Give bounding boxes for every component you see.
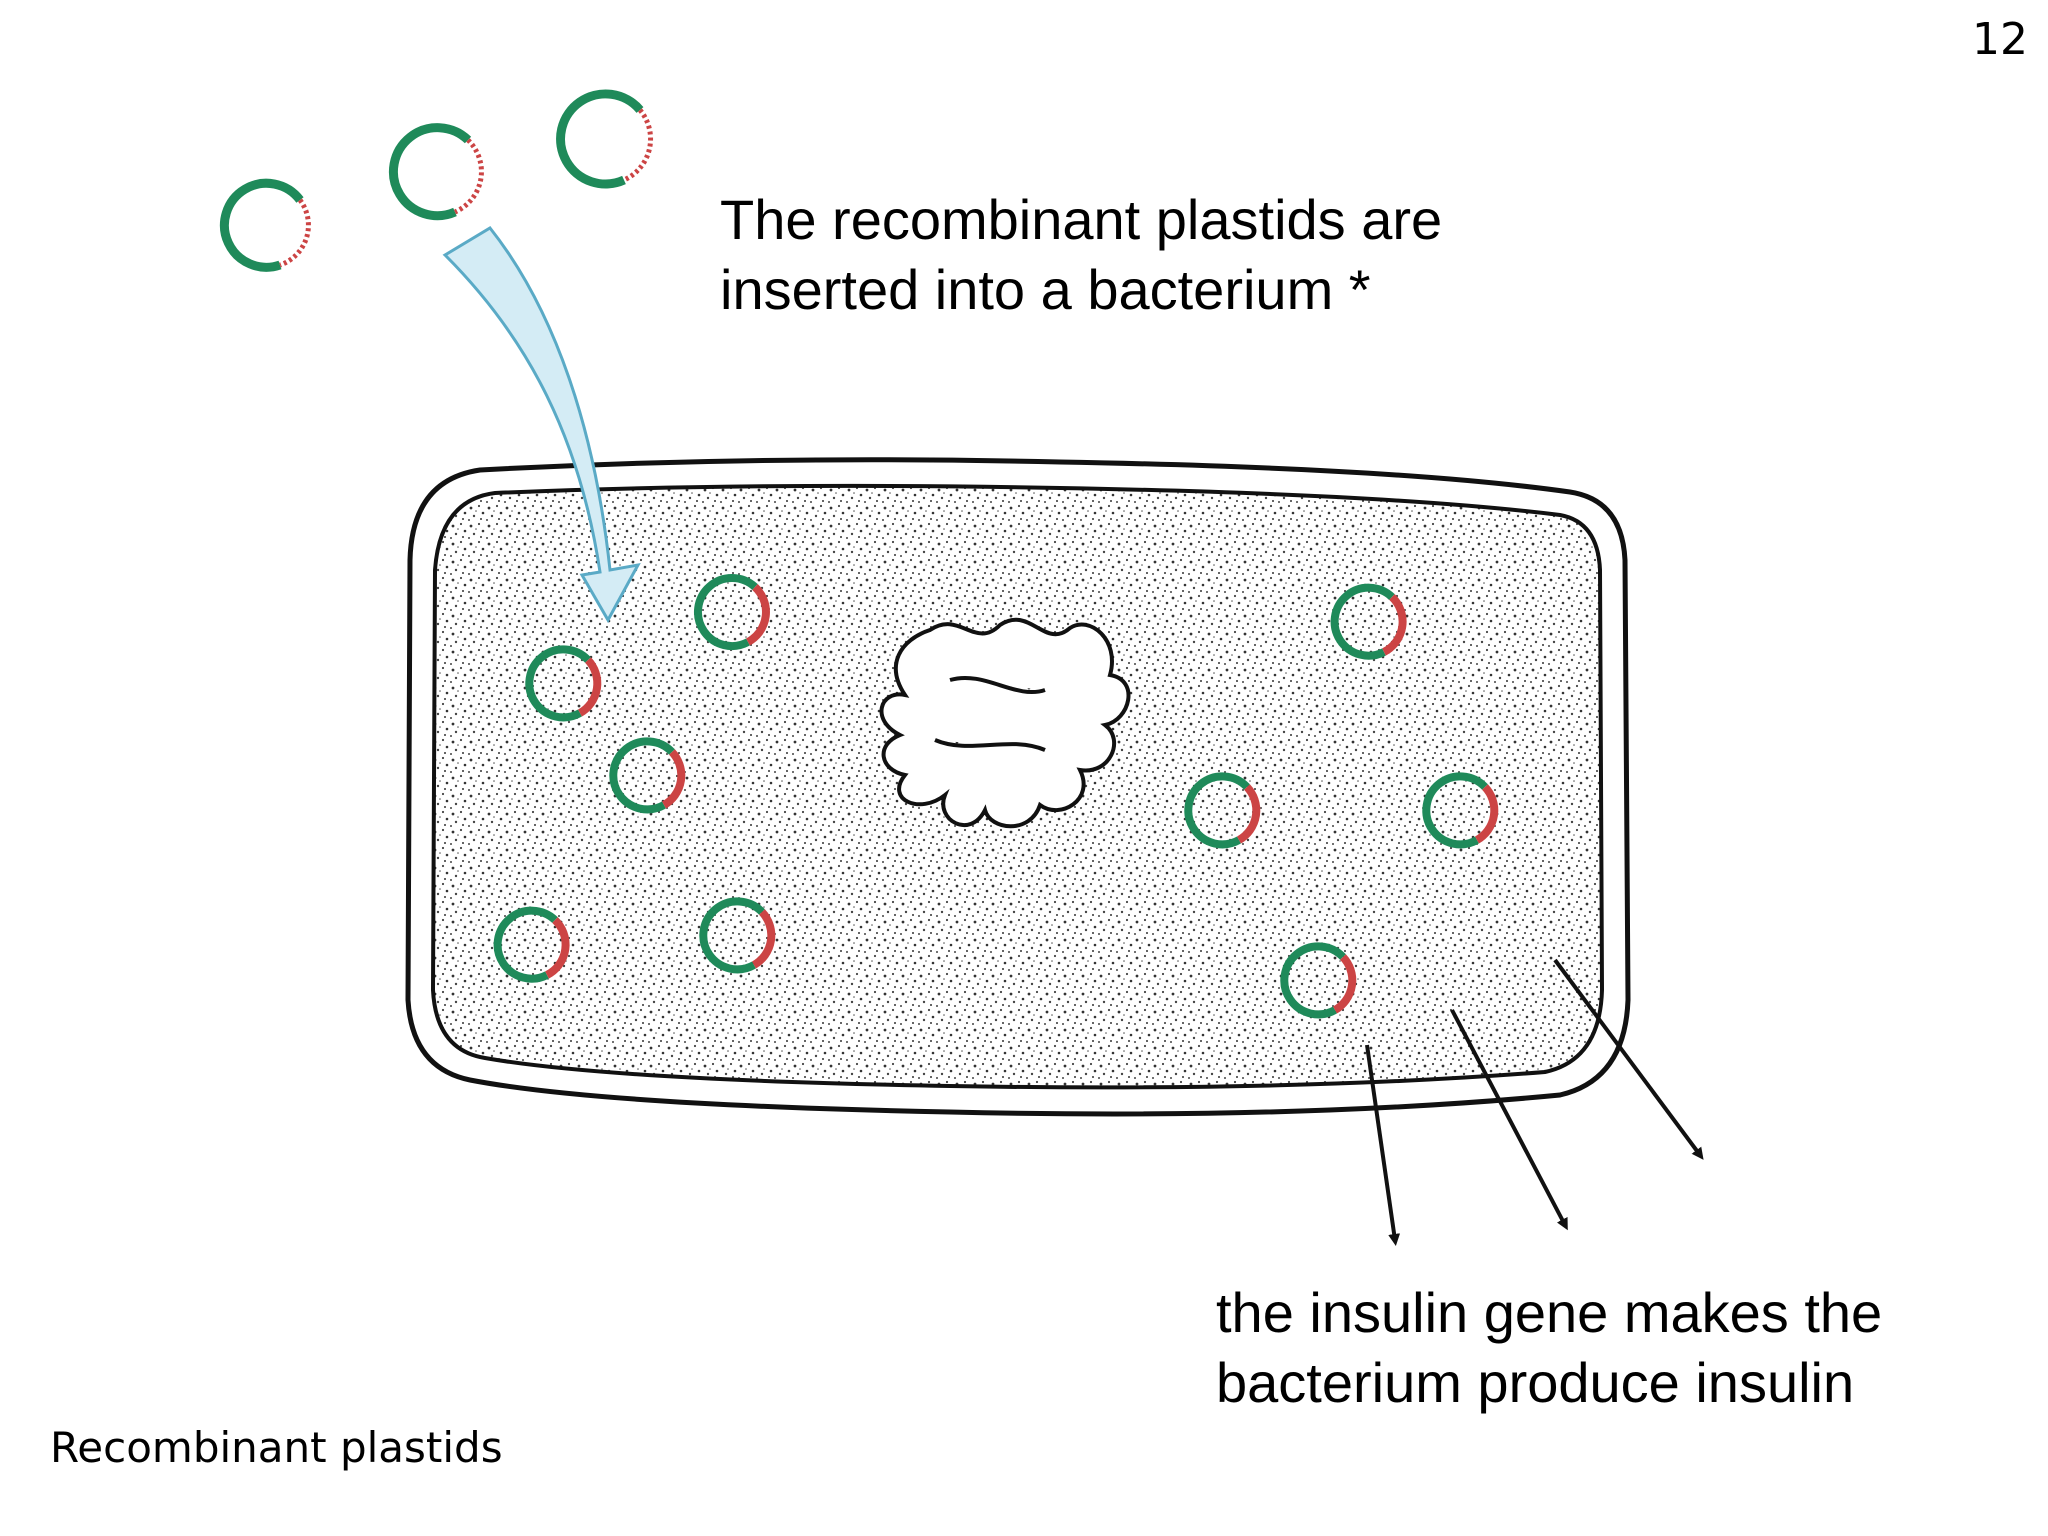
- internal-plasmid-8: [1422, 772, 1499, 849]
- caption-insertion: The recombinant plastids are inserted in…: [720, 185, 1500, 325]
- plasmid-ring-icon: [219, 178, 304, 272]
- internal-plasmid-6: [1330, 583, 1407, 660]
- arrow-down-icon: [1365, 1044, 1401, 1246]
- internal-plasmid-7: [1184, 772, 1261, 849]
- insert-segment-icon: [622, 108, 654, 183]
- free-plasmid-3: [556, 89, 654, 189]
- insert-segment-icon: [745, 584, 770, 646]
- internal-plasmid-1: [525, 645, 602, 722]
- insert-segment-icon: [279, 198, 311, 268]
- caption-insulin-line-2: bacterium produce insulin: [1216, 1351, 1855, 1414]
- free-plasmid-2: [388, 123, 484, 221]
- plasmid-ring-icon: [1280, 942, 1346, 1019]
- plasmid-ring-icon: [699, 897, 765, 974]
- plasmid-ring-icon: [1330, 583, 1395, 660]
- caption-insulin-line-1: the insulin gene makes the: [1216, 1281, 1883, 1344]
- plasmid-ring-icon: [1422, 772, 1488, 849]
- page-number: 12: [1972, 14, 2028, 65]
- curved-down-arrow-icon: [442, 226, 641, 624]
- internal-plasmid-5: [699, 897, 776, 974]
- footer-title: Recombinant plastids: [50, 1423, 503, 1472]
- internal-plasmid-3: [609, 737, 686, 814]
- plasmid-ring-icon: [1184, 772, 1250, 849]
- caption-insertion-line-1: The recombinant plastids are: [720, 188, 1443, 251]
- insert-segment-icon: [751, 909, 776, 969]
- plasmid-ring-icon: [694, 574, 758, 650]
- free-plasmid-1: [219, 178, 311, 272]
- plasmid-ring-icon: [388, 123, 472, 221]
- internal-plasmid-9: [1280, 942, 1357, 1019]
- arrow-down-icon: [1553, 958, 1704, 1160]
- plasmid-ring-icon: [493, 906, 558, 983]
- insert-segment-icon: [1332, 954, 1357, 1014]
- bacterial-chromosome: [879, 617, 1131, 829]
- caption-insertion-line-2: inserted into a bacterium *: [720, 258, 1371, 321]
- internal-plasmid-2: [694, 574, 770, 650]
- insert-segment-icon: [1382, 594, 1407, 656]
- caption-insulin: the insulin gene makes the bacterium pro…: [1216, 1278, 1996, 1418]
- plasmid-ring-icon: [556, 89, 644, 189]
- insert-segment-icon: [545, 917, 570, 979]
- plasmid-ring-icon: [525, 645, 591, 722]
- insert-segment-icon: [1236, 784, 1261, 844]
- insert-segment-icon: [661, 749, 686, 809]
- insert-segment-icon: [1474, 784, 1499, 844]
- insert-segment-icon: [577, 657, 602, 717]
- internal-plasmid-4: [493, 906, 570, 983]
- insert-segment-icon: [453, 138, 484, 215]
- arrow-down-icon: [1450, 1009, 1568, 1231]
- bacterium: [405, 457, 1631, 1117]
- plasmid-ring-icon: [609, 737, 675, 814]
